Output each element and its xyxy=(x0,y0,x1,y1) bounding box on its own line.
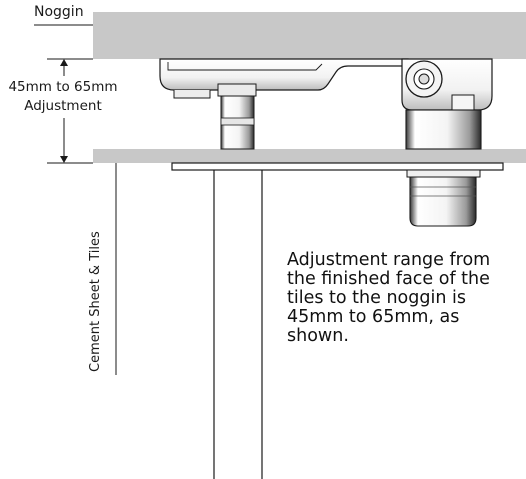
knob-lower xyxy=(409,176,477,227)
adjustment-label: 45mm to 65mm Adjustment xyxy=(2,78,124,116)
bracket-detail xyxy=(167,62,323,71)
note-line: the finished face of the xyxy=(287,269,490,289)
housing-step xyxy=(451,94,475,111)
noggin-beam xyxy=(93,12,526,59)
adjustment-label-line2: Adjustment xyxy=(24,98,102,114)
note-line: 45mm to 65mm, as xyxy=(287,307,460,327)
mounting-bracket xyxy=(159,58,409,91)
stem-collar xyxy=(217,83,257,97)
note-line: shown. xyxy=(287,326,349,346)
note-line: tiles to the noggin is xyxy=(287,288,466,308)
cylinder-lower xyxy=(406,169,481,178)
adjuster-knob-center xyxy=(418,73,430,85)
cement-sheet-label: Cement Sheet & Tiles xyxy=(88,231,103,372)
arrow-down-icon xyxy=(60,156,68,163)
adjustment-note: Adjustment range from the finished face … xyxy=(287,251,526,346)
face-plate xyxy=(171,162,504,171)
bracket-underside xyxy=(173,90,211,99)
note-line: Adjustment range from xyxy=(287,250,491,270)
adjustment-label-line1: 45mm to 65mm xyxy=(8,79,118,95)
cylinder-upper xyxy=(405,109,482,150)
noggin-label: Noggin xyxy=(34,4,84,20)
stem-band xyxy=(220,117,255,126)
tile-surface xyxy=(93,149,526,163)
arrow-up-icon xyxy=(60,59,68,66)
